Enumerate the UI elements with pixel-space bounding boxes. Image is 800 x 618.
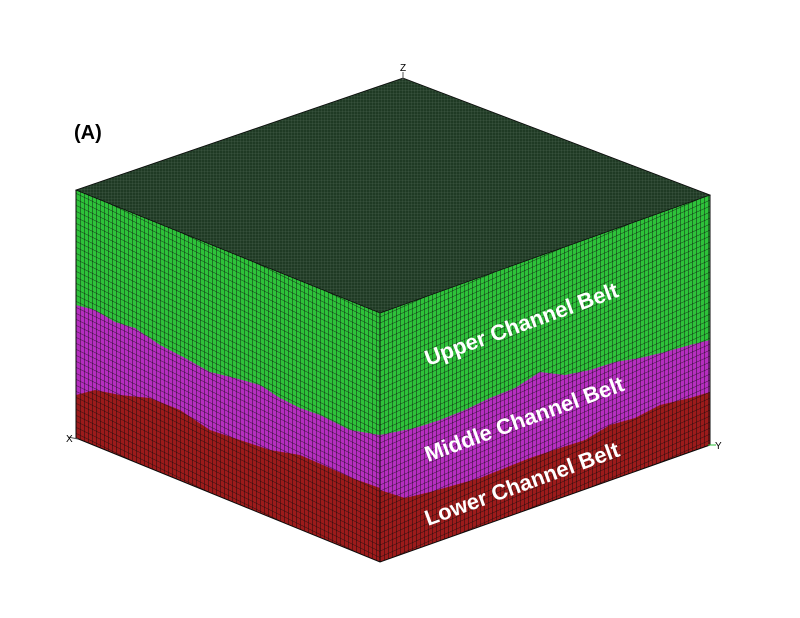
y-axis-label: Y bbox=[715, 441, 722, 452]
axis-markers: Z X Y bbox=[66, 63, 722, 452]
x-axis-label: X bbox=[66, 434, 73, 445]
panel-label: (A) bbox=[74, 122, 102, 144]
z-axis-label: Z bbox=[400, 63, 406, 74]
box-outline bbox=[75, 190, 711, 563]
x-axis-tick bbox=[67, 436, 79, 440]
